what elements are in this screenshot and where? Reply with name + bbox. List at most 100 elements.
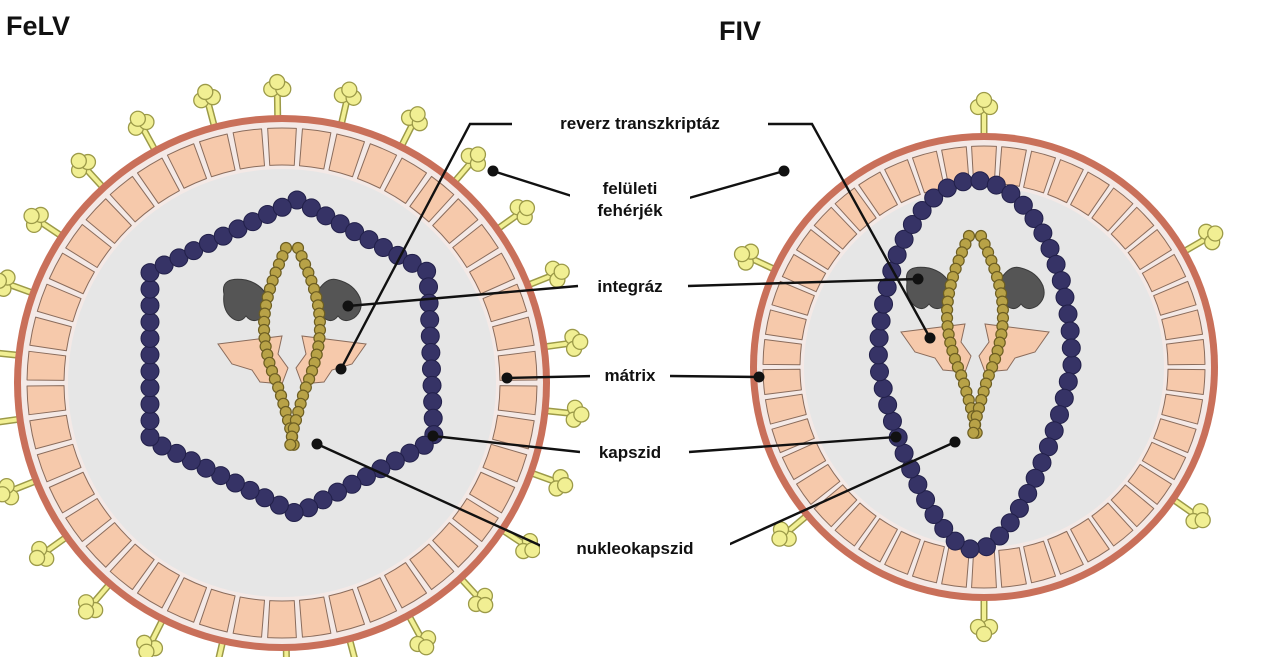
spike-head-lobe (342, 82, 357, 97)
capsid-protein (871, 363, 889, 381)
spike-head-lobe (977, 93, 992, 108)
surface-protein-spike (527, 261, 569, 287)
capsid-protein (141, 412, 159, 430)
surface-protein-spike (79, 583, 111, 619)
surface-protein-spike (544, 329, 588, 356)
capsid-protein (870, 329, 888, 347)
surface-protein-spike (497, 200, 535, 230)
label-reverse-transcriptase: reverz transzkriptáz (512, 113, 768, 135)
spike-head-lobe (478, 598, 493, 613)
leader-surface-proteins-fiv (689, 166, 790, 199)
capsid-protein (879, 396, 897, 414)
spike-head-lobe (519, 201, 534, 216)
surface-protein-spike (30, 536, 68, 566)
matrix-protein (498, 386, 537, 415)
leader-endpoint-dot (336, 364, 347, 375)
surface-protein-spike (971, 93, 998, 138)
matrix-protein (1167, 369, 1205, 394)
spike-head-lobe (130, 111, 145, 126)
leader-endpoint-dot (343, 301, 354, 312)
leader-endpoint-dot (312, 439, 323, 450)
capsid-protein (883, 412, 901, 430)
spike-head-lobe (772, 531, 787, 546)
label-matrix: mátrix (590, 365, 670, 387)
capsid-protein (1056, 288, 1074, 306)
capsid-protein (141, 346, 159, 364)
surface-protein-spike (772, 515, 808, 546)
capsid-protein (1055, 389, 1073, 407)
nucleotide (285, 439, 296, 450)
leader-endpoint-dot (502, 373, 513, 384)
leader-line (493, 171, 578, 198)
capsid-protein (141, 362, 159, 380)
spike-head-lobe (198, 84, 213, 99)
matrix-protein (1167, 340, 1205, 365)
felv-title: FeLV (6, 11, 70, 42)
capsid-protein (141, 280, 159, 298)
capsid-protein (1052, 272, 1070, 290)
label-nucleocapsid: nukleokapszid (540, 538, 730, 560)
spike-head-lobe (554, 264, 569, 279)
capsid-protein (273, 198, 291, 216)
spike-head-lobe (410, 107, 425, 122)
leader-surface-proteins-felv (488, 166, 579, 199)
spike-head-lobe (573, 334, 588, 349)
surface-protein-spike (1172, 499, 1210, 529)
capsid-protein (421, 311, 439, 329)
nucleotide (968, 427, 979, 438)
spike-head-lobe (1195, 513, 1210, 528)
spike-head-lobe (470, 147, 485, 162)
capsid-protein (1045, 422, 1063, 440)
matrix-protein (763, 340, 801, 365)
capsid-protein (872, 312, 890, 330)
capsid-protein (1051, 406, 1069, 424)
capsid-protein (1062, 339, 1080, 357)
spike-head-lobe (30, 550, 45, 565)
surface-protein-spike (0, 270, 34, 296)
spike-head-lobe (71, 153, 86, 168)
capsid-protein (422, 360, 440, 378)
leader-endpoint-dot (428, 431, 439, 442)
capsid-protein (1047, 255, 1065, 273)
surface-protein-spike (408, 615, 435, 655)
leader-endpoint-dot (925, 333, 936, 344)
spike-head-lobe (1208, 226, 1223, 241)
matrix-protein (27, 351, 66, 380)
surface-protein-spike (128, 111, 155, 151)
fiv-virion (735, 93, 1223, 642)
capsid-protein (423, 376, 441, 394)
leader-endpoint-dot (779, 166, 790, 177)
label-surface-proteins: felületi fehérjék (570, 178, 690, 222)
spike-head-lobe (558, 478, 573, 493)
capsid-protein (977, 538, 995, 556)
surface-protein-spike (194, 84, 221, 127)
capsid-protein (420, 278, 438, 296)
spike-head-lobe (419, 640, 434, 655)
surface-protein-spike (971, 597, 998, 642)
surface-protein-spike (264, 75, 291, 119)
leader-endpoint-dot (913, 274, 924, 285)
capsid-protein (971, 172, 989, 190)
capsid-protein (424, 393, 442, 411)
leader-line (670, 376, 759, 377)
surface-protein-spike (24, 207, 62, 236)
capsid-protein (141, 313, 159, 331)
surface-protein-spike (0, 479, 37, 505)
spike-head-lobe (79, 604, 94, 619)
surface-protein-spike (735, 244, 776, 270)
spike-head-lobe (977, 627, 992, 642)
capsid-protein (895, 444, 913, 462)
capsid-protein (141, 297, 159, 315)
felv-virion (0, 75, 589, 657)
label-surface-proteins-line1: felületi (570, 178, 690, 200)
capsid-protein (141, 395, 159, 413)
capsid-protein (141, 428, 159, 446)
surface-protein-spike (545, 400, 589, 427)
matrix-protein (268, 128, 297, 165)
surface-protein-spike (334, 82, 361, 126)
spike-head-lobe (139, 644, 154, 657)
surface-protein-spike (460, 578, 492, 613)
leader-endpoint-dot (488, 166, 499, 177)
surface-protein-spike (71, 153, 103, 188)
